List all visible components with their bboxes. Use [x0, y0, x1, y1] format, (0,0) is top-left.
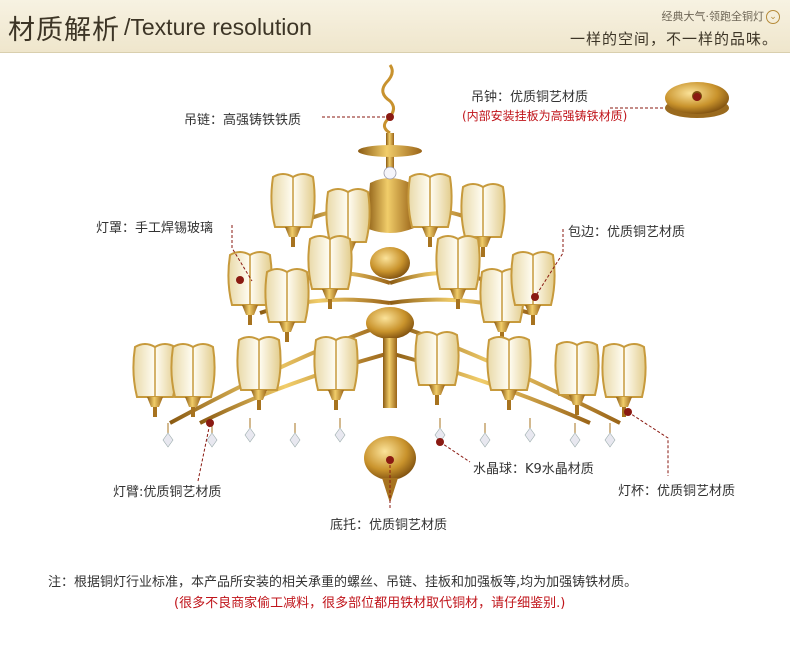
- footer-note: 注：根据铜灯行业标准，本产品所安装的相关承重的螺丝、吊链、挂板和加强板等,均为加…: [48, 575, 638, 590]
- product-illustration-area: 吊链：高强铸铁铁质 吊钟：优质铜艺材质 (内部安装挂板为高强铸铁材质) 灯罩：手…: [0, 53, 790, 646]
- central-column: [358, 133, 422, 503]
- callout-base: 底托：优质铜艺材质: [330, 518, 448, 533]
- callout-canopy: 吊钟：优质铜艺材质: [471, 90, 589, 105]
- slogan-big: 一样的空间，不一样的品味。: [569, 30, 778, 48]
- callout-arm: 灯臂:优质铜艺材质: [113, 485, 222, 500]
- slogan-small: 经典大气·领跑全铜灯⌄: [661, 8, 780, 24]
- callout-crystal: 水晶球：K9水晶材质: [473, 462, 594, 477]
- chandelier-illustration: [132, 64, 729, 510]
- callout-cup: 灯杯：优质铜艺材质: [618, 484, 736, 499]
- callout-canopy-note: (内部安装挂板为高强铸铁材质): [462, 109, 628, 123]
- callout-trim: 包边：优质铜艺材质: [568, 225, 686, 240]
- slogan-small-text: 经典大气·领跑全铜灯: [661, 10, 765, 23]
- callout-chain: 吊链：高强铸铁铁质: [184, 113, 302, 128]
- header-banner: 材质解析 /Texture resolution 经典大气·领跑全铜灯⌄ 一样的…: [0, 0, 790, 53]
- page-title: 材质解析: [8, 15, 120, 46]
- chevron-down-icon: ⌄: [766, 10, 780, 24]
- chain: [381, 64, 395, 135]
- callout-dots: [206, 93, 701, 464]
- page-title-en: /Texture resolution: [124, 14, 312, 40]
- footer-warning: (很多不良商家偷工减料，很多部位都用铁材取代铜材，请仔细鉴别.): [174, 596, 566, 611]
- leader-lines: [197, 107, 669, 510]
- callout-shade: 灯罩：手工焊锡玻璃: [96, 221, 214, 236]
